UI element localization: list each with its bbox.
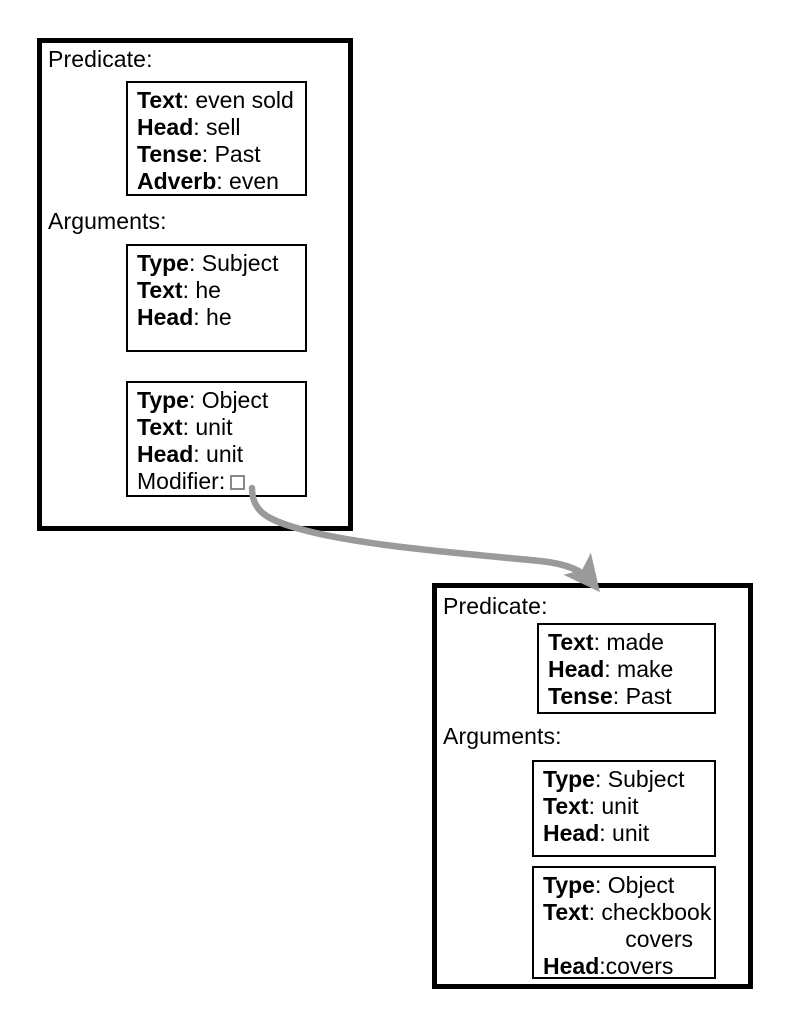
node-1-predicate-box[interactable]: Text: even sold Head: sell Tense: Past A… (126, 81, 307, 196)
attr-row: Head:covers (543, 953, 707, 980)
attr-row: Tense: Past (548, 683, 707, 710)
attr-sep: : (599, 953, 606, 979)
attr-row: Head: make (548, 656, 707, 683)
attr-value: Object (201, 387, 269, 413)
attr-value: made (606, 629, 664, 655)
attr-value: he (195, 277, 221, 303)
attr-value: he (206, 304, 232, 330)
attr-key: Type (543, 872, 595, 898)
attr-row: Head: unit (137, 441, 298, 468)
attr-sep: : (588, 793, 602, 819)
attr-value: Past (214, 141, 261, 167)
attr-key: Type (137, 387, 189, 413)
attr-sep: : (182, 277, 196, 303)
attr-key: Tense (137, 141, 202, 167)
node-1-arguments-label: Arguments: (48, 208, 167, 234)
attr-key: Text (548, 629, 594, 655)
attr-value: sell (206, 114, 241, 140)
attr-value: unit (612, 820, 650, 846)
attr-row: Text: unit (137, 414, 298, 441)
attr-value: Object (607, 872, 675, 898)
attr-sep: : (612, 683, 626, 709)
attr-key: Text (137, 414, 183, 440)
attr-key: Head (543, 820, 600, 846)
attr-row: Head: unit (543, 820, 707, 847)
attr-value: unit (601, 793, 639, 819)
attr-row: Type: Subject (137, 250, 298, 277)
attr-row: Text: unit (543, 793, 707, 820)
attr-sep: : (593, 629, 607, 655)
attr-key: Text (137, 87, 183, 113)
attr-sep: : (182, 87, 196, 113)
node-2-argument-subject-box[interactable]: Type: Subject Text: unit Head: unit (532, 760, 716, 857)
attr-key: Head (137, 304, 194, 330)
attr-key: Text (543, 899, 589, 925)
modifier-slot-square[interactable] (230, 475, 246, 490)
attr-key: Text (543, 793, 589, 819)
attr-key: Type (543, 766, 595, 792)
attr-sep: : (599, 820, 613, 846)
attr-sep: : (201, 141, 215, 167)
attr-sep: : (604, 656, 618, 682)
attr-value: even sold (195, 87, 294, 113)
node-2-predicate-box[interactable]: Text: made Head: make Tense: Past (537, 623, 716, 714)
node-2-argument-object-box[interactable]: Type: Object Text: checkbook covers Head… (532, 866, 716, 979)
node-1-argument-object-box[interactable]: Type: Object Text: unit Head: unit Modif… (126, 381, 307, 497)
attr-key: Adverb (137, 168, 217, 194)
attr-value: covers (605, 953, 674, 979)
attr-key: Head (548, 656, 605, 682)
attr-key: Text (137, 277, 183, 303)
modifier-row: Modifier: (137, 468, 298, 495)
attr-sep: : (588, 899, 602, 925)
node-1-argument-subject-box[interactable]: Type: Subject Text: he Head: he (126, 244, 307, 352)
attr-row: Text: even sold (137, 87, 298, 114)
attr-key: Head (137, 114, 194, 140)
attr-sep: : (594, 872, 608, 898)
attr-sep: : (218, 468, 226, 494)
attr-sep: : (216, 168, 230, 194)
attr-row: Adverb: even (137, 168, 298, 195)
attr-key: Type (137, 250, 189, 276)
attr-key: Head (543, 953, 600, 979)
attr-key: Tense (548, 683, 613, 709)
attr-sep: : (188, 387, 202, 413)
attr-row: Head: he (137, 304, 298, 331)
attr-value: Subject (607, 766, 685, 792)
attr-value: even (229, 168, 279, 194)
attr-value-continuation: covers (625, 926, 693, 952)
node-2-arguments-label: Arguments: (443, 723, 562, 749)
attr-value: make (617, 656, 674, 682)
node-2-predicate-label: Predicate: (443, 593, 548, 619)
attr-sep: : (594, 766, 608, 792)
attr-row: Tense: Past (137, 141, 298, 168)
attr-row: Type: Object (137, 387, 298, 414)
attr-row: Type: Subject (543, 766, 707, 793)
attr-key: Head (137, 441, 194, 467)
attr-row: Text: checkbook (543, 899, 711, 926)
attr-value: checkbook (601, 899, 712, 925)
attr-sep: : (182, 414, 196, 440)
attr-value: Past (625, 683, 672, 709)
node-1-predicate-label: Predicate: (48, 46, 153, 72)
attr-row: Type: Object (543, 872, 707, 899)
attr-value: Subject (201, 250, 279, 276)
attr-row: Text: made (548, 629, 707, 656)
attr-sep: : (193, 304, 207, 330)
attr-value: unit (195, 414, 233, 440)
attr-sep: : (188, 250, 202, 276)
attr-sep: : (193, 441, 207, 467)
attr-value: unit (206, 441, 244, 467)
attr-sep: : (193, 114, 207, 140)
attr-row: Head: sell (137, 114, 298, 141)
attr-row: Text: he (137, 277, 298, 304)
attr-key: Modifier (137, 468, 219, 494)
